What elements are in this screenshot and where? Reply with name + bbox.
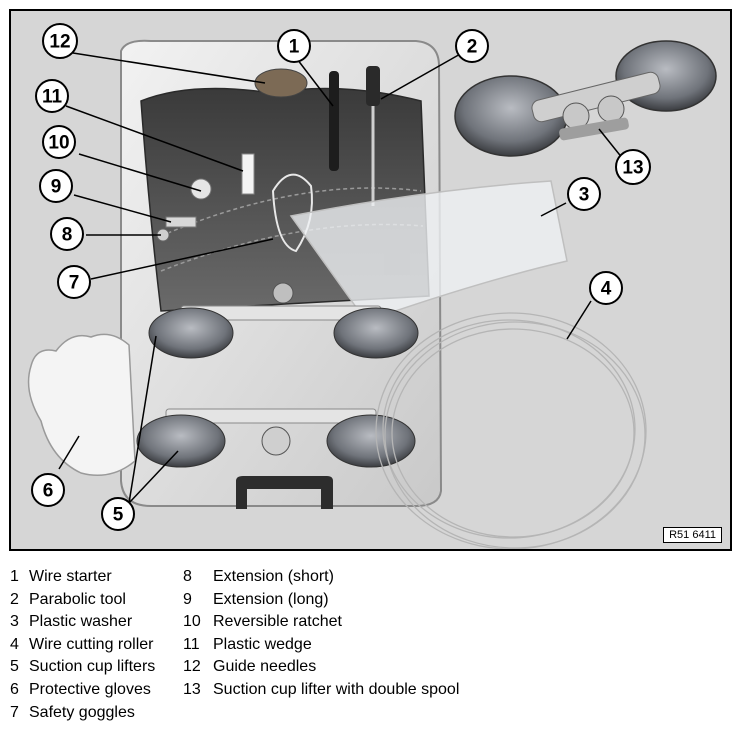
callout-1: 1 [289, 37, 300, 58]
callout-8: 8 [62, 225, 73, 246]
callout-13: 13 [622, 158, 643, 179]
case-handle [236, 476, 333, 509]
suction-cup-lifter-set-bottom [136, 408, 416, 468]
callout-12: 12 [49, 32, 70, 53]
callout-4: 4 [601, 279, 612, 300]
protective-gloves [27, 333, 136, 476]
callout-2: 2 [467, 37, 478, 58]
callout-10: 10 [48, 133, 69, 154]
callout-11: 11 [42, 87, 63, 108]
figure-reference-code: R51 6411 [663, 527, 722, 543]
callout-9: 9 [51, 177, 62, 198]
callout-7: 7 [69, 273, 80, 294]
callout-5: 5 [113, 505, 124, 526]
plastic-washer-sheet [289, 180, 568, 322]
double-spool-suction-lifter [454, 40, 717, 157]
tool-kit-illustration: 1 2 3 4 5 6 7 8 9 10 11 12 13 [27, 23, 717, 549]
wire-starter-handle [329, 71, 339, 171]
wire-coil [375, 312, 647, 549]
tool-kit-photo: 1 2 3 4 5 6 7 8 9 10 11 12 13 R51 6411 [9, 9, 732, 551]
callout-6: 6 [43, 481, 54, 502]
suction-cup-lifter-set-top [148, 282, 419, 359]
callout-3: 3 [579, 185, 590, 206]
